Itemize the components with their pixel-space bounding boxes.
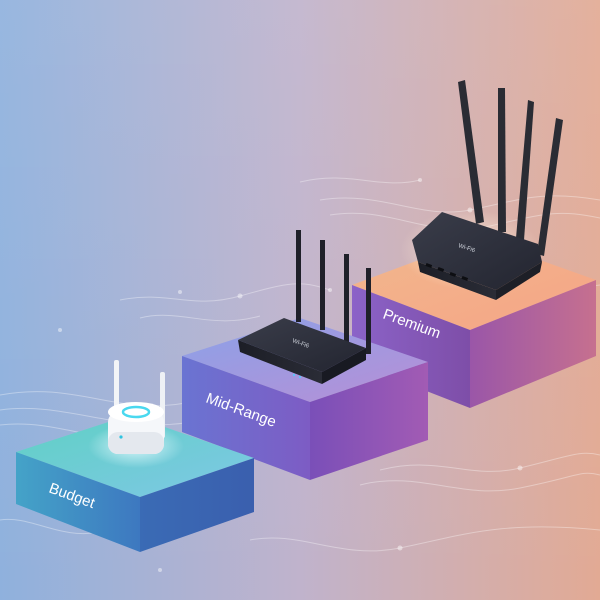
budget-block-side (140, 458, 254, 552)
premium-router: Wi-Fi6 (400, 80, 563, 300)
circuit-nodes (58, 178, 562, 572)
mid-range-router-brand: Wi-Fi6 (291, 338, 310, 350)
antenna (537, 118, 563, 256)
premium-block-front (352, 285, 470, 408)
mid-range-block-side (310, 362, 428, 480)
antenna (516, 100, 534, 240)
mid-range-router: Wi-Fi6 (238, 230, 371, 384)
budget-router (88, 360, 184, 468)
mid-range-block-front (182, 356, 310, 480)
budget-block-front (16, 452, 140, 552)
antenna (296, 230, 301, 322)
premium-block-side (470, 280, 596, 408)
antenna (320, 240, 325, 330)
antenna (344, 254, 349, 342)
antenna (498, 88, 506, 232)
premium-router-brand: Wi-Fi6 (457, 243, 476, 254)
antenna (458, 80, 484, 224)
antenna (366, 268, 371, 354)
